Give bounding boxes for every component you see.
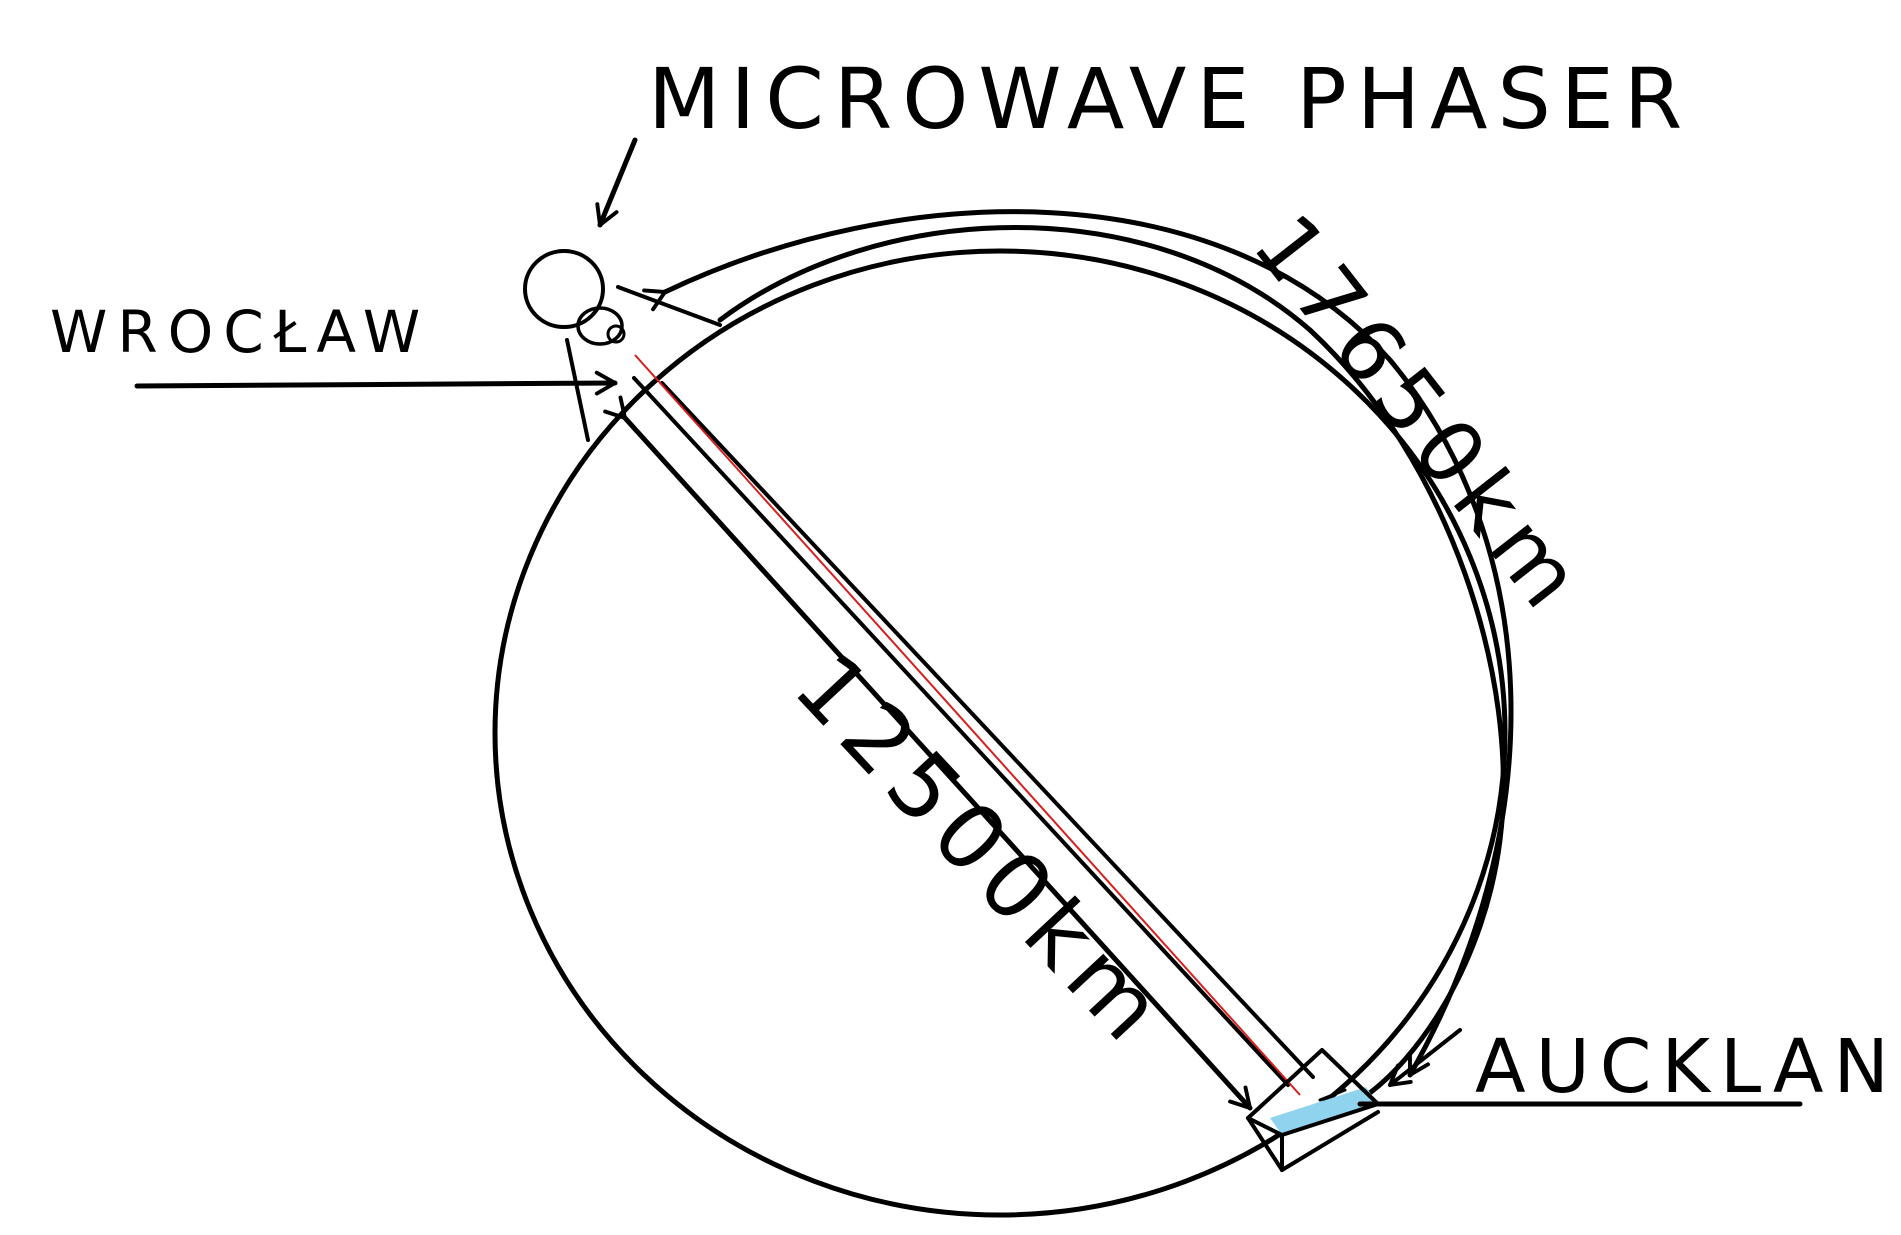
- arc-distance-label: 17650km: [1233, 196, 1606, 634]
- beam-line: [634, 354, 1301, 1096]
- tunnel: [632, 354, 1315, 1096]
- device-pointer-arrow: [595, 137, 638, 228]
- microwave-phaser-icon: [523, 249, 722, 442]
- city-end-label: AUCKLAND: [1475, 1024, 1901, 1110]
- chord-distance-label: 12500km: [774, 633, 1189, 1067]
- receiver-box-icon: [1246, 1048, 1380, 1172]
- device-label: MICROWAVE PHASER: [648, 50, 1692, 148]
- auckland-pointer-arrow: [1388, 1028, 1462, 1087]
- earth-circle: [492, 248, 1508, 1218]
- wroclaw-pointer-arrow: [134, 370, 618, 396]
- city-start-label: WROCŁAW: [50, 298, 430, 366]
- chord-distance-arrow: [603, 395, 1253, 1111]
- arc-distance-arrow: [642, 209, 1514, 1078]
